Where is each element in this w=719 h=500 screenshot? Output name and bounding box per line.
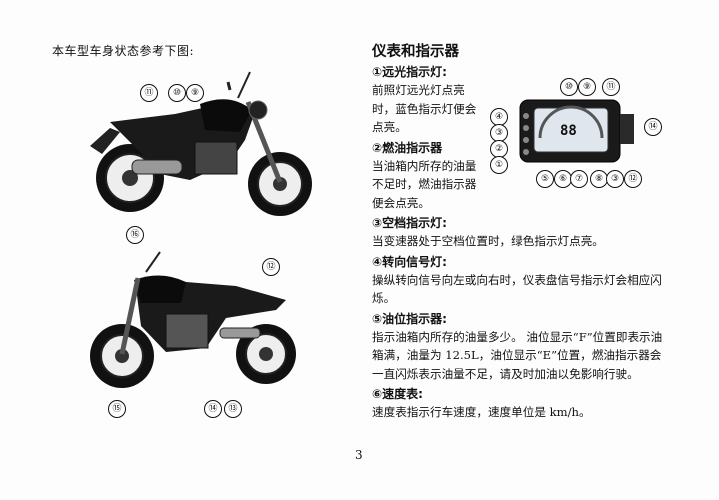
callout-11: ⑪ bbox=[140, 84, 158, 102]
neutral-indicator-title: ③空档指示灯: bbox=[372, 216, 447, 230]
fuel-indicator-title: ②燃油指示器 bbox=[372, 140, 443, 155]
instrument-section: 仪表和指示器 ①远光指示灯: 前照灯远光灯点亮时，蓝色指示灯便会点亮。 ②燃油指… bbox=[372, 40, 672, 422]
dash-callout-9: ⑨ bbox=[578, 78, 596, 96]
page-number: 3 bbox=[355, 448, 363, 462]
neutral-indicator-body: 当变速器处于空档位置时，绿色指示灯点亮。 bbox=[372, 234, 604, 248]
dash-callout-14: ⑭ bbox=[644, 118, 662, 136]
turn-signal-title: ④转向信号灯: bbox=[372, 254, 447, 269]
callout-15: ⑮ bbox=[108, 400, 126, 418]
instrument-cluster-diagram: 88 ⑩ ⑨ ⑪ ④ ③ ② ① ⑭ ⑤ ⑥ ⑦ ⑧ ③ ⑫ bbox=[490, 78, 672, 188]
callout-13: ⑬ bbox=[224, 400, 242, 418]
callout-12: ⑫ bbox=[262, 258, 280, 276]
dash-callout-1: ① bbox=[490, 156, 508, 174]
dash-callout-3b: ③ bbox=[606, 170, 624, 188]
dash-callout-5: ⑤ bbox=[536, 170, 554, 188]
fuel-level-title: ⑤油位指示器: bbox=[372, 311, 447, 326]
callout-9: ⑨ bbox=[186, 84, 204, 102]
dash-callout-10: ⑩ bbox=[560, 78, 578, 96]
callout-16: ⑯ bbox=[126, 226, 144, 244]
fuel-indicator-body: 当油箱内所存的油量不足时，燃油指示器便会点亮。 bbox=[372, 158, 477, 210]
section-title: 仪表和指示器 bbox=[372, 44, 459, 60]
speed-readout: 88 bbox=[560, 123, 577, 139]
speedometer-body: 速度表指示行车速度，速度单位是 km/h。 bbox=[372, 405, 591, 419]
dash-callout-11: ⑪ bbox=[602, 78, 620, 96]
motorcycle-illustration-top bbox=[90, 71, 312, 216]
motorcycle-illustration-bottom bbox=[90, 251, 296, 388]
turn-signal-body: 操纵转向信号向左或向右时，仪表盘信号指示灯会相应闪烁。 bbox=[372, 272, 662, 306]
high-beam-title: ①远光指示灯: bbox=[372, 65, 447, 79]
dash-callout-12: ⑫ bbox=[624, 170, 642, 188]
instrument-cluster-illustration bbox=[519, 99, 634, 163]
motorcycle-right-view: ⑪ ⑩ ⑨ ⑯ bbox=[80, 62, 320, 244]
fuel-level-body: 指示油箱内所存的油量多少。 油位显示“F”位置即表示油箱满，油量为 12.5L，… bbox=[372, 329, 663, 381]
figure-caption: 本车型车身状态参考下图: bbox=[52, 44, 195, 58]
motorcycle-left-view: ⑫ ⑮ ⑭ ⑬ bbox=[86, 248, 306, 418]
callout-14: ⑭ bbox=[204, 400, 222, 418]
high-beam-body: 前照灯远光灯点亮时，蓝色指示灯便会点亮。 bbox=[372, 83, 477, 134]
speedometer-title: ⑥速度表: bbox=[372, 387, 423, 401]
callout-10: ⑩ bbox=[168, 84, 186, 102]
dash-callout-7: ⑦ bbox=[570, 170, 588, 188]
